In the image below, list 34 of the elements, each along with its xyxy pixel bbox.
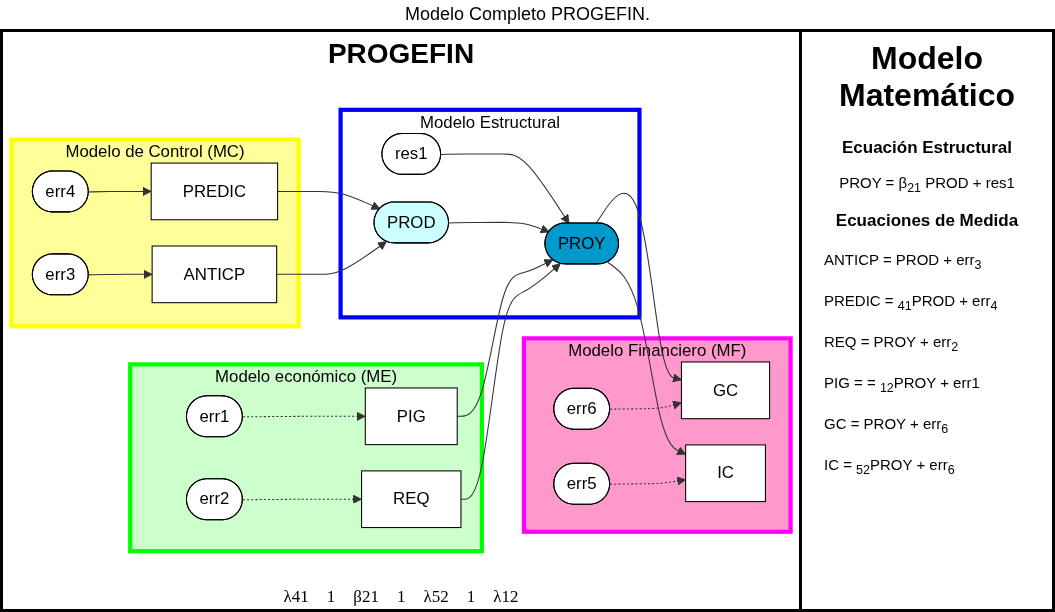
node-box: PREDIC [150, 162, 279, 221]
equation-text: IC = $_{52}$PROY + err$_{6}$ [824, 456, 956, 477]
node-box: PIG [364, 387, 458, 446]
node-box: REQ [361, 470, 462, 529]
coefficient-label: 1 [466, 587, 476, 607]
diagram-title: Modelo Completo PROGEFIN. [403, 3, 652, 26]
equation-text: PROY = β$_{21}$ PROD + res1 [838, 174, 1016, 195]
node-box: GC [680, 361, 771, 420]
panel-heading: PROGEFIN [326, 38, 476, 70]
arrow [88, 186, 152, 197]
coefficient-label: 1 [326, 587, 336, 607]
arrow [276, 241, 387, 275]
coefficient-label: λ41 [283, 587, 309, 607]
section-heading: Ecuaciones de Medida [834, 211, 1020, 231]
arrow [595, 192, 682, 383]
equation-text: PIG = = $_{12}$PROY + err1 [824, 374, 981, 395]
arrow [460, 263, 561, 500]
equation-text: ANTICP = PROD + err$_{3}$ [824, 251, 983, 272]
equation-text: REQ = PROY + err$_{2}$ [824, 333, 960, 354]
arrow [440, 153, 570, 224]
coefficient-label: 1 [396, 587, 406, 607]
arrow [88, 269, 153, 279]
arrow [277, 190, 381, 210]
coefficient-label: λ52 [423, 587, 449, 607]
equation-text: GC = PROY + err$_{6}$ [824, 415, 950, 436]
node-box: ANTICP [151, 245, 278, 304]
arrow [609, 400, 682, 410]
coefficient-label: β21 [353, 587, 379, 607]
panel-heading: Modelo Matemático [837, 40, 1016, 114]
arrow [448, 221, 550, 234]
coefficient-label: λ12 [493, 587, 519, 607]
equation-text: PREDIC = $_{41}$PROD + err$_{4}$ [824, 292, 999, 313]
node-box: IC [685, 444, 766, 503]
section-heading: Ecuación Estructural [840, 138, 1014, 158]
